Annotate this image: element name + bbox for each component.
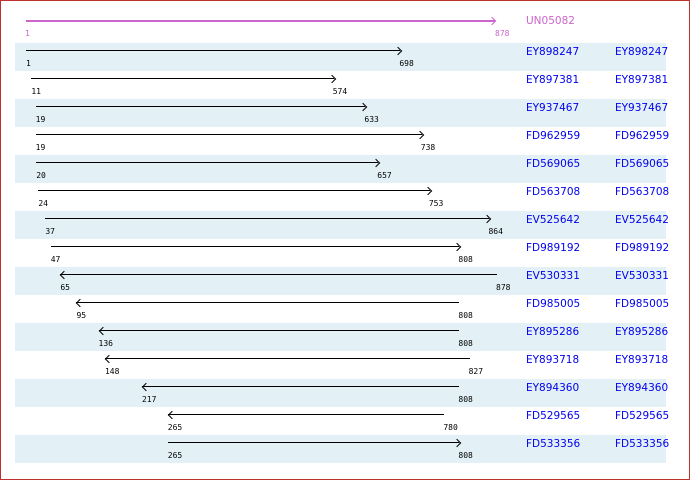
alignment-line xyxy=(50,246,460,247)
alignment-start: 148 xyxy=(104,367,120,376)
accession-link[interactable]: FD563708 xyxy=(526,186,581,198)
accession-link[interactable]: FD985005 xyxy=(526,298,581,310)
accession-link-secondary[interactable]: FD569065 xyxy=(615,158,670,170)
accession-link[interactable]: EV525642 xyxy=(526,214,580,226)
accession-link[interactable]: FD533356 xyxy=(526,438,581,450)
reference-start: 1 xyxy=(25,29,30,38)
alignment-row xyxy=(15,267,666,295)
alignment-end: 808 xyxy=(458,395,473,404)
alignment-end: 633 xyxy=(364,115,379,124)
alignment-line xyxy=(38,190,430,191)
alignment-start: 24 xyxy=(38,199,48,208)
alignment-line xyxy=(45,218,490,219)
alignment-line xyxy=(60,274,497,275)
accession-link-secondary[interactable]: EY897381 xyxy=(615,74,669,86)
alignment-start: 11 xyxy=(31,87,41,96)
accession-link[interactable]: EY895286 xyxy=(526,326,580,338)
alignment-row xyxy=(15,379,666,407)
accession-link-secondary[interactable]: FD962959 xyxy=(615,130,670,142)
accession-link-secondary[interactable]: FD533356 xyxy=(615,438,670,450)
alignment-end: 827 xyxy=(468,367,484,376)
alignment-start: 19 xyxy=(35,115,46,124)
alignment-row xyxy=(15,211,666,239)
alignment-start: 217 xyxy=(142,395,157,404)
alignment-line xyxy=(142,386,460,387)
accession-link[interactable]: FD569065 xyxy=(526,158,581,170)
alignment-line xyxy=(98,330,460,331)
alignment-end: 698 xyxy=(399,59,414,68)
alignment-end: 864 xyxy=(488,227,503,236)
alignment-end: 738 xyxy=(420,143,436,152)
alignment-row xyxy=(15,99,666,127)
accession-link[interactable]: EY893718 xyxy=(526,354,580,366)
alignment-end: 808 xyxy=(458,255,473,264)
accession-link[interactable]: EY937467 xyxy=(526,102,580,114)
accession-link[interactable]: EY897381 xyxy=(526,74,580,86)
accession-link-secondary[interactable]: EY894360 xyxy=(615,382,669,394)
alignment-row xyxy=(15,43,666,71)
accession-link-secondary[interactable]: EV525642 xyxy=(615,214,669,226)
accession-link-secondary[interactable]: FD985005 xyxy=(615,298,670,310)
accession-link[interactable]: FD529565 xyxy=(526,410,581,422)
alignment-start: 47 xyxy=(50,255,61,264)
reference-arrowhead-icon xyxy=(487,16,497,26)
alignment-start: 37 xyxy=(45,227,55,236)
accession-link[interactable]: EY894360 xyxy=(526,382,580,394)
alignment-end: 657 xyxy=(377,171,392,180)
alignment-line xyxy=(35,134,422,135)
alignment-end: 808 xyxy=(458,339,473,348)
alignment-row xyxy=(15,323,666,351)
accession-link-secondary[interactable]: EY893718 xyxy=(615,354,669,366)
accession-link-secondary[interactable]: EV530331 xyxy=(615,270,669,282)
alignment-start: 20 xyxy=(36,171,46,180)
alignment-end: 780 xyxy=(443,423,458,432)
alignment-line xyxy=(167,442,460,443)
alignment-start: 1 xyxy=(26,59,31,68)
alignment-row xyxy=(15,155,666,183)
reference-line xyxy=(26,20,495,22)
alignment-end: 753 xyxy=(428,199,444,208)
alignment-line xyxy=(36,162,379,163)
alignment-start: 265 xyxy=(167,451,183,460)
accession-link-secondary[interactable]: EY937467 xyxy=(615,102,669,114)
accession-link-secondary[interactable]: FD529565 xyxy=(615,410,670,422)
alignment-start: 19 xyxy=(35,143,46,152)
alignment-line xyxy=(26,50,401,51)
accession-link[interactable]: EY898247 xyxy=(526,46,580,58)
accession-link-secondary[interactable]: FD989192 xyxy=(615,242,670,254)
alignment-line xyxy=(35,106,366,107)
alignment-row xyxy=(15,435,666,463)
alignment-end: 574 xyxy=(332,87,348,96)
alignment-line xyxy=(104,358,470,359)
alignment-start: 95 xyxy=(76,311,87,320)
reference-end: 878 xyxy=(495,29,510,38)
alignment-end: 808 xyxy=(458,451,473,460)
accession-link[interactable]: FD962959 xyxy=(526,130,581,142)
alignment-end: 808 xyxy=(458,311,473,320)
accession-link-secondary[interactable]: EY895286 xyxy=(615,326,669,338)
reference-id: UN05082 xyxy=(526,15,575,27)
alignment-start: 65 xyxy=(60,283,70,292)
alignment-start: 265 xyxy=(167,423,183,432)
alignment-end: 878 xyxy=(496,283,511,292)
alignment-line xyxy=(167,414,445,415)
alignment-line xyxy=(31,78,334,79)
accession-link[interactable]: FD989192 xyxy=(526,242,581,254)
accession-link[interactable]: EV530331 xyxy=(526,270,580,282)
accession-link-secondary[interactable]: EY898247 xyxy=(615,46,669,58)
alignment-line xyxy=(76,302,460,303)
alignment-start: 136 xyxy=(98,339,113,348)
accession-link-secondary[interactable]: FD563708 xyxy=(615,186,670,198)
